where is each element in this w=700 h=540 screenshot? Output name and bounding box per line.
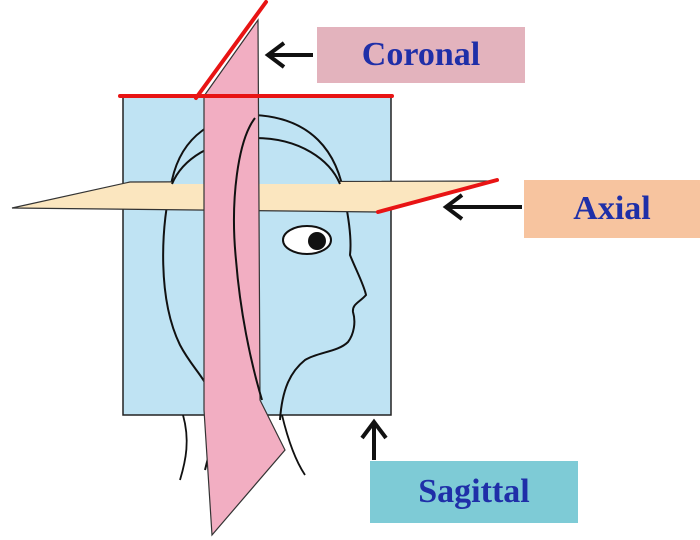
eye-pupil bbox=[308, 232, 326, 250]
arrow-up-icon bbox=[362, 422, 386, 460]
coronal-label: Coronal bbox=[317, 27, 525, 83]
sagittal-label: Sagittal bbox=[370, 461, 578, 523]
neck-line-right bbox=[282, 415, 305, 475]
axial-label: Axial bbox=[524, 180, 700, 238]
arrow-left-icon bbox=[268, 43, 313, 67]
arrow-left-icon bbox=[446, 195, 522, 219]
neck-line-left bbox=[180, 415, 187, 480]
